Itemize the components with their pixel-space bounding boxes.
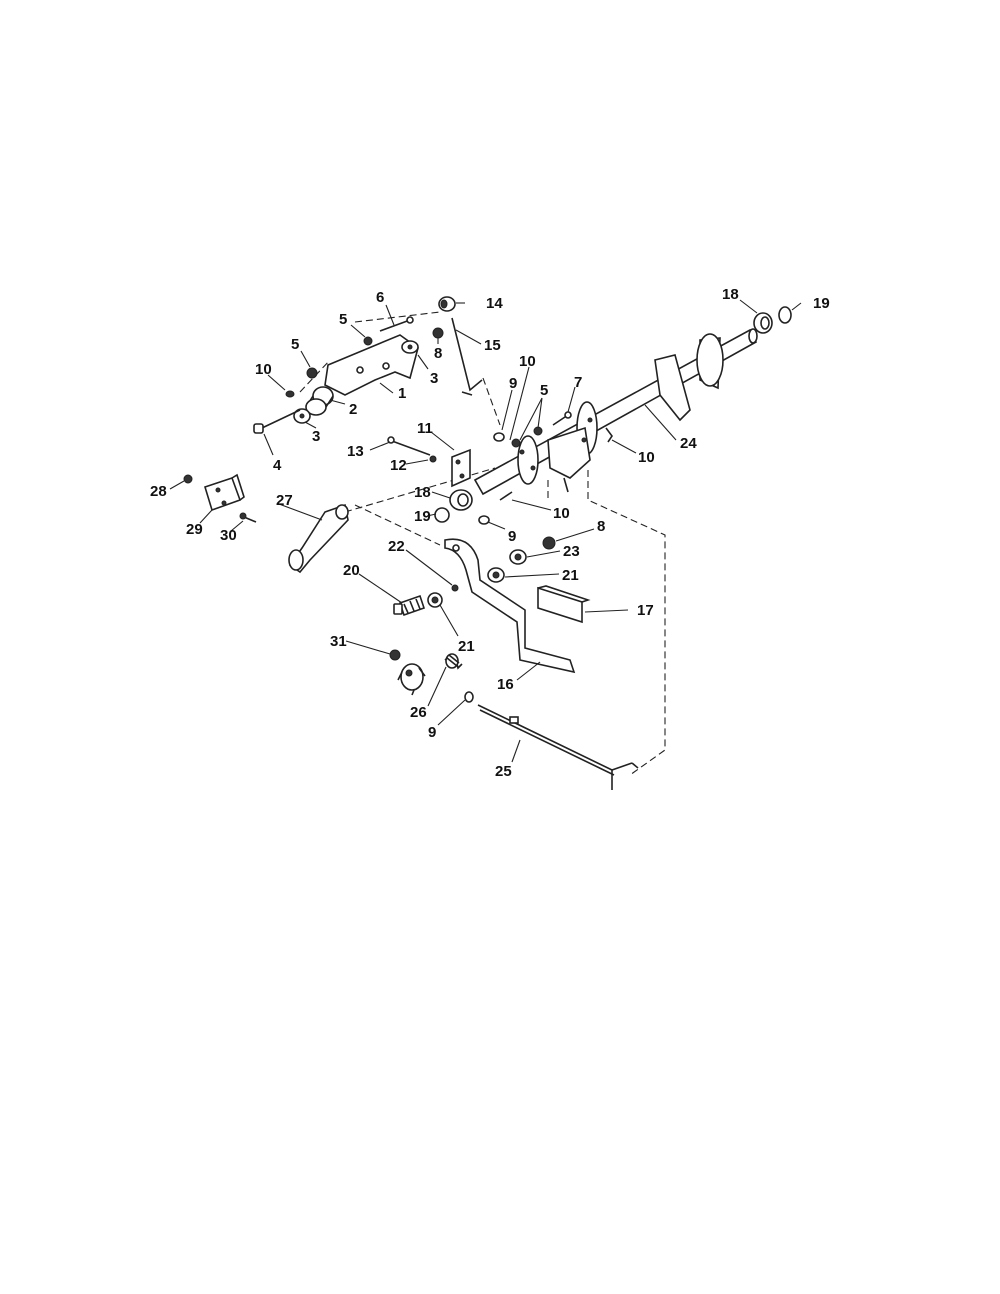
part-9-washer-upper bbox=[493, 432, 505, 442]
part-12-nut bbox=[429, 455, 437, 463]
part-19-ring-left bbox=[434, 507, 450, 523]
part-19-ring-right bbox=[778, 306, 792, 324]
callout-10: 10 bbox=[519, 353, 536, 370]
callout-10: 10 bbox=[638, 449, 655, 466]
part-9-washer-mid bbox=[478, 515, 490, 525]
callout-9: 9 bbox=[509, 375, 517, 392]
callout-8: 8 bbox=[434, 345, 442, 362]
part-21-washer-left bbox=[427, 592, 443, 608]
part-17-pad bbox=[537, 585, 591, 624]
callout-6: 6 bbox=[376, 289, 384, 306]
callout-27: 27 bbox=[276, 492, 293, 509]
part-10-cotter-pin-center bbox=[499, 491, 513, 501]
part-10-cotter-pin-lower bbox=[563, 477, 569, 493]
callout-24: 24 bbox=[680, 435, 697, 452]
callout-9: 9 bbox=[508, 528, 516, 545]
callout-11: 11 bbox=[417, 420, 433, 437]
part-8-nut-lower bbox=[542, 536, 556, 550]
callout-22: 22 bbox=[388, 538, 405, 555]
part-7-bolt bbox=[552, 411, 572, 426]
callout-14: 14 bbox=[486, 295, 503, 312]
part-10-clip-left bbox=[285, 390, 295, 398]
callout-19: 19 bbox=[414, 508, 431, 525]
part-3-washer-lower bbox=[293, 408, 311, 424]
callout-15: 15 bbox=[484, 337, 501, 354]
part-23-washer bbox=[509, 549, 527, 565]
callout-21: 21 bbox=[562, 567, 579, 584]
callout-28: 28 bbox=[150, 483, 167, 500]
part-27-lever-arm bbox=[288, 503, 349, 574]
callout-labels: 6 14 5 5 15 8 3 1 2 10 3 4 10 9 5 7 10 2… bbox=[150, 286, 830, 780]
callout-21: 21 bbox=[458, 638, 475, 655]
callout-18: 18 bbox=[722, 286, 739, 303]
callout-5: 5 bbox=[339, 311, 347, 328]
part-9-washer-lower bbox=[464, 691, 474, 703]
callout-5: 5 bbox=[291, 336, 299, 353]
part-32-gear bbox=[397, 663, 426, 696]
part-15-link-rod bbox=[451, 317, 483, 396]
callout-29: 29 bbox=[186, 521, 203, 538]
part-20-bolt bbox=[393, 594, 426, 617]
part-1-bracket bbox=[324, 334, 419, 396]
callout-19: 19 bbox=[813, 295, 830, 312]
callout-23: 23 bbox=[563, 543, 580, 560]
callout-10: 10 bbox=[255, 361, 272, 378]
callout-25: 25 bbox=[495, 763, 512, 780]
part-11-plate bbox=[451, 448, 471, 488]
callout-1: 1 bbox=[398, 385, 406, 402]
callout-3: 3 bbox=[312, 428, 320, 445]
part-8-nut-upper bbox=[432, 327, 444, 339]
callout-12: 12 bbox=[390, 457, 407, 474]
part-21-washer-right bbox=[487, 567, 505, 583]
part-24-shaft bbox=[473, 328, 758, 496]
callout-20: 20 bbox=[343, 562, 360, 579]
callout-10: 10 bbox=[553, 505, 570, 522]
part-30-screw bbox=[239, 512, 257, 523]
callout-2: 2 bbox=[349, 401, 357, 418]
part-10-cotter-pin-right bbox=[605, 427, 613, 443]
part-28-nut bbox=[183, 474, 193, 484]
callout-30: 30 bbox=[220, 527, 237, 544]
part-31-nut bbox=[389, 649, 401, 661]
callout-13: 13 bbox=[347, 443, 364, 460]
part-4-bolt bbox=[253, 409, 301, 434]
part-22-nut bbox=[451, 584, 459, 592]
callout-leaders bbox=[169, 299, 802, 763]
part-5-nut-b bbox=[363, 336, 373, 346]
callout-31: 31 bbox=[330, 633, 347, 650]
part-6-pin bbox=[379, 316, 414, 332]
callout-5: 5 bbox=[540, 382, 548, 399]
callout-17: 17 bbox=[637, 602, 654, 619]
callout-8: 8 bbox=[597, 518, 605, 535]
part-13-bolt bbox=[387, 436, 431, 456]
part-3-washer-upper bbox=[401, 340, 419, 354]
part-5-nut-a bbox=[306, 367, 318, 379]
callout-26: 26 bbox=[410, 704, 427, 721]
part-2-spacer bbox=[305, 386, 334, 416]
callout-4: 4 bbox=[273, 457, 282, 474]
callout-9: 9 bbox=[428, 724, 436, 741]
part-18-bushing-right bbox=[753, 312, 773, 334]
callout-3: 3 bbox=[430, 370, 438, 387]
part-29-bracket bbox=[204, 473, 245, 512]
part-26-spring bbox=[444, 653, 463, 670]
part-18-bushing-left bbox=[449, 489, 473, 511]
part-25-control-rod bbox=[477, 704, 639, 790]
assembly-guide-lines bbox=[299, 311, 666, 776]
callout-16: 16 bbox=[497, 676, 514, 693]
part-14-cap bbox=[438, 296, 456, 312]
callout-7: 7 bbox=[574, 374, 582, 391]
callout-18: 18 bbox=[414, 484, 431, 501]
